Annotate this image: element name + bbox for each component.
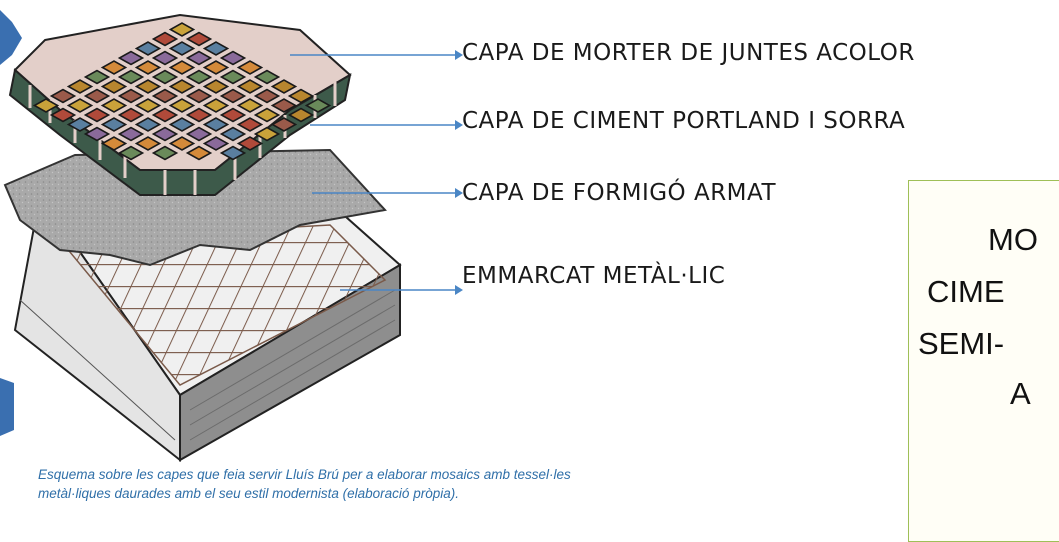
reinforced-concrete-layer [3,148,387,267]
mosaic-tile [83,88,111,104]
mosaic-tile [100,79,128,94]
side-box-line-3: SEMI- [918,326,1005,361]
mosaic-tile [66,117,94,132]
mosaic-tile [151,88,179,104]
mosaic-tile [202,41,230,56]
mosaic-tile [168,22,196,37]
mosaic-tile [236,60,264,75]
mosaic-tile [219,88,247,104]
mosaic-tile [117,107,145,123]
mosaic-tile [168,41,196,56]
mosaic-tile [253,69,281,85]
mosaic-layers-diagram [0,10,463,463]
mosaic-tile [151,107,179,123]
mosaic-tile [202,98,230,113]
side-text-box [908,180,1059,542]
bottom-left-corner-tab [0,378,14,436]
mosaic-tile [236,79,264,94]
mosaic-tile [236,98,264,113]
side-box-line-4: A [1010,376,1031,411]
mosaic-tile [83,69,111,85]
mosaic-tile [270,98,298,113]
mosaic-tile [83,126,111,142]
mosaic-tile [185,145,213,161]
mosaic-tile [117,69,145,85]
mosaic-tile [202,117,230,132]
mosaic-tile [66,79,94,94]
mosaic-tile [168,60,196,75]
mosaic-tile [219,69,247,85]
mosaic-tile [117,145,145,161]
mosaic-tile [151,69,179,85]
mosaic-tile [168,117,196,132]
mosaic-tile [134,117,162,132]
label-tile-mortar-layer: CAPA DE MORTER DE JUNTES ACOLOR [462,40,915,66]
mosaic-tile [304,98,332,113]
mosaic-tile [236,136,264,151]
mosaic-tile [219,126,247,142]
mosaic-tile [185,88,213,104]
mosaic-tile [49,88,77,104]
mosaic-tile [287,107,315,123]
tile-mortar-layer [8,13,352,196]
mosaic-tile [100,136,128,151]
mosaic-tile [168,98,196,113]
mosaic-tile [151,145,179,161]
mosaic-tile [100,98,128,113]
mosaic-tile [253,107,281,123]
mosaic-tile [185,69,213,85]
mosaic-tile [168,136,196,151]
arrow-3 [312,188,463,198]
mosaic-tile [117,50,145,66]
side-box-line-2: CIME [927,274,1005,309]
mosaic-tile [117,88,145,104]
label-reinforced-concrete-layer: CAPA DE FORMIGÓ ARMAT [462,180,777,206]
mosaic-tile [100,60,128,75]
mosaic-tile [134,41,162,56]
mosaic-tile [151,31,179,47]
figure-caption: Esquema sobre les capes que feia servir … [38,465,718,503]
top-left-corner-tab [0,10,22,65]
label-cement-sand-layer: CAPA DE CIMENT PORTLAND I SORRA [462,108,906,134]
mosaic-tile [185,107,213,123]
mosaic-tile [253,126,281,142]
arrow-2 [310,120,463,130]
mosaic-tile [168,79,196,94]
mosaic-tile [219,107,247,123]
mosaic-tile [66,98,94,113]
side-box-line-1: MO [988,222,1038,257]
mosaic-tile [185,50,213,66]
mosaic-tile [134,60,162,75]
mosaic-tile [49,107,77,123]
label-metal-frame: EMMARCAT METÀL·LIC [462,263,726,289]
mosaic-tile [134,136,162,151]
mosaic-tile [151,126,179,142]
arrow-4 [340,285,463,295]
mosaic-tile [236,117,264,132]
arrow-1 [290,50,463,60]
mosaic-tile [134,98,162,113]
mosaic-tile [185,126,213,142]
caption-line-2: metàl·liques daurades amb el seu estil m… [38,486,459,501]
mosaic-tile [270,79,298,94]
mosaic-tile [83,107,111,123]
mosaic-tile [202,60,230,75]
mosaic-tile [219,50,247,66]
mosaic-tile [185,31,213,47]
mosaic-tile [253,88,281,104]
mosaic-tile [219,145,247,161]
mosaic-tile [287,88,315,104]
mosaic-tile [202,136,230,151]
caption-line-1: Esquema sobre les capes que feia servir … [38,467,571,482]
mosaic-tile [117,126,145,142]
mosaic-tile [270,117,298,132]
arrows [290,50,463,295]
mosaic-tile [134,79,162,94]
mosaic-tile [151,50,179,66]
mosaic-tile [202,79,230,94]
mosaic-tile [100,117,128,132]
mosaic-tile [32,98,60,113]
